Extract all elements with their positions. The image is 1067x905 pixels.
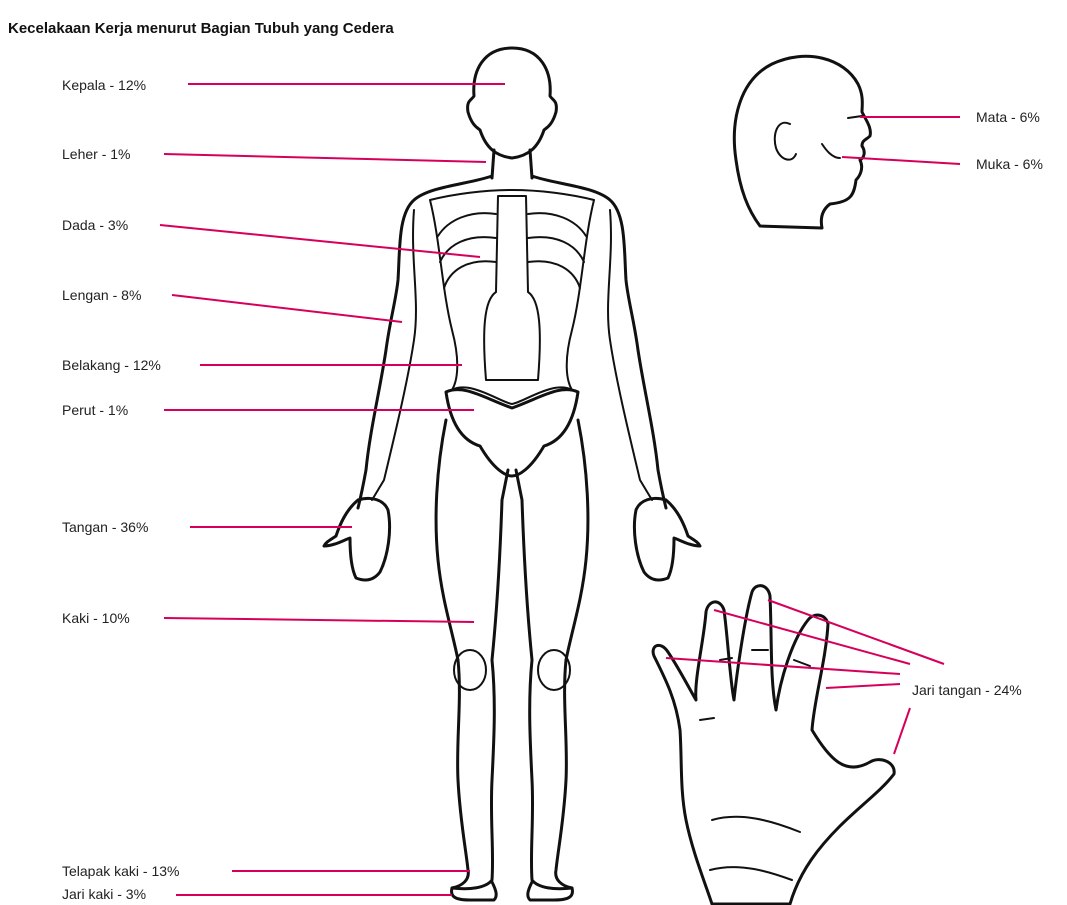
figure-pelvis bbox=[446, 390, 578, 476]
label-lengan: Lengan - 8% bbox=[62, 287, 141, 303]
figure-right-arm bbox=[608, 210, 652, 500]
figure-left-leg bbox=[436, 420, 508, 889]
label-belakang: Belakang - 12% bbox=[62, 357, 161, 373]
head-profile bbox=[734, 56, 870, 228]
figure-spine bbox=[484, 196, 540, 380]
figure-head bbox=[468, 48, 557, 158]
pointer-lengan bbox=[172, 295, 402, 322]
label-jari-kaki: Jari kaki - 3% bbox=[62, 886, 146, 902]
pointer-lines bbox=[160, 84, 960, 895]
head-profile-cheek bbox=[822, 144, 840, 158]
label-dada: Dada - 3% bbox=[62, 217, 128, 233]
figure-torso bbox=[358, 176, 666, 508]
pointer-dada bbox=[160, 225, 480, 257]
pointer-jari-5 bbox=[894, 708, 910, 754]
label-tangan: Tangan - 36% bbox=[62, 519, 148, 535]
label-leher: Leher - 1% bbox=[62, 146, 130, 162]
pointer-kaki bbox=[164, 618, 474, 622]
figure-left-hand bbox=[324, 498, 390, 580]
label-telapak-kaki: Telapak kaki - 13% bbox=[62, 863, 180, 879]
head-profile-outline bbox=[734, 56, 870, 228]
head-profile-eye bbox=[848, 116, 862, 118]
figure-chest bbox=[430, 190, 594, 404]
head-profile-ear bbox=[775, 123, 796, 160]
pointer-jari-4 bbox=[826, 684, 900, 688]
label-perut: Perut - 1% bbox=[62, 402, 128, 418]
label-kaki: Kaki - 10% bbox=[62, 610, 130, 626]
human-figure bbox=[324, 48, 700, 900]
label-jari-tangan: Jari tangan - 24% bbox=[912, 682, 1022, 698]
figure-ribs bbox=[438, 213, 586, 288]
label-mata: Mata - 6% bbox=[976, 109, 1040, 125]
pointer-leher bbox=[164, 154, 486, 162]
hand-palm-crease bbox=[710, 817, 800, 880]
figure-left-arm bbox=[372, 210, 416, 500]
label-muka: Muka - 6% bbox=[976, 156, 1043, 172]
figure-right-hand bbox=[634, 498, 700, 580]
label-kepala: Kepala - 12% bbox=[62, 77, 146, 93]
figure-right-leg bbox=[516, 420, 588, 889]
